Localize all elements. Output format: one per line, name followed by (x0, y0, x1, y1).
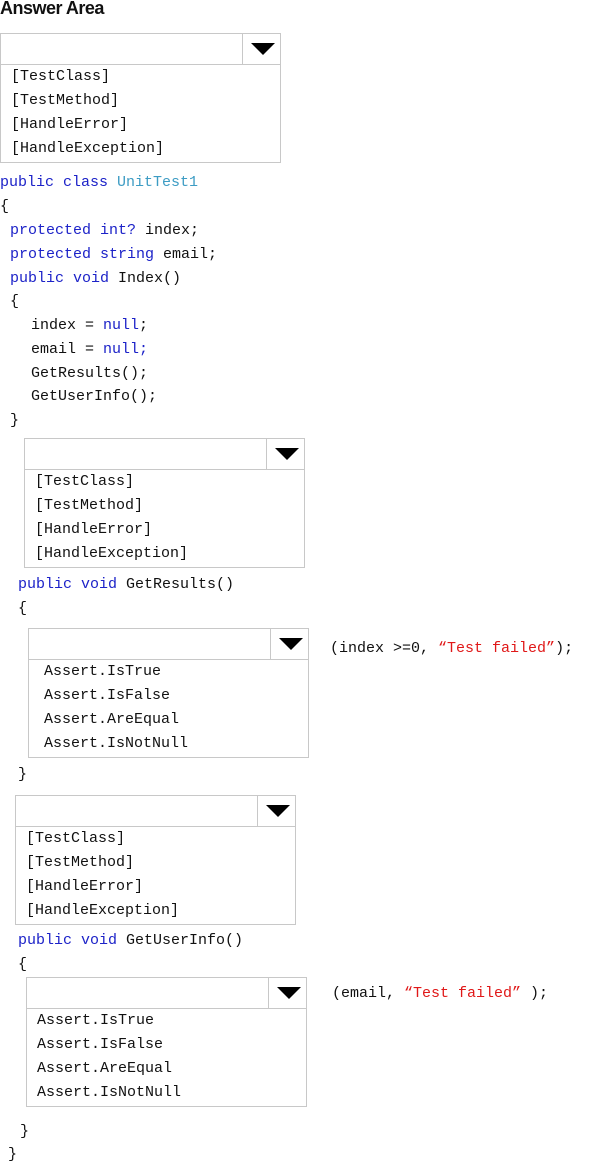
class-declaration: public class UnitTest1 (0, 173, 198, 193)
index-assignment: index = null; (31, 316, 148, 336)
chevron-down-icon[interactable] (268, 978, 306, 1008)
dropdown-option[interactable]: [TestMethod] (26, 854, 135, 871)
getresults-assert-dropdown[interactable]: Assert.IsTrue Assert.IsFalse Assert.AreE… (28, 628, 309, 758)
code-text: email = (31, 341, 104, 358)
brace: { (10, 293, 20, 310)
dropdown-option[interactable]: Assert.IsTrue (44, 663, 162, 680)
code-text: Index() (109, 270, 182, 287)
chevron-down-icon[interactable] (257, 796, 295, 826)
getuserinfo-attribute-dropdown[interactable]: [TestClass] [TestMethod] [HandleError] [… (15, 795, 296, 925)
code-text: index; (136, 222, 200, 239)
dropdown-option[interactable]: [TestMethod] (11, 92, 120, 109)
dropdown-option[interactable]: [TestClass] (26, 830, 126, 847)
getuserinfo-declaration: public void GetUserInfo() (18, 931, 243, 951)
dropdown-option[interactable]: [HandleError] (35, 521, 153, 538)
string-literal: “Test failed” (438, 640, 556, 657)
code-text: email; (154, 246, 218, 263)
brace: } (10, 412, 20, 429)
keyword: public void (18, 576, 118, 593)
keyword: public void (10, 270, 110, 287)
assert-args-email: (email, “Test failed” ); (332, 984, 548, 1004)
dropdown-selection[interactable] (16, 796, 295, 827)
code-text: ); (521, 985, 549, 1002)
keyword: protected string (10, 246, 155, 263)
code-text: ); (555, 640, 574, 657)
dropdown-option[interactable]: [HandleError] (26, 878, 144, 895)
brace: } (20, 1123, 30, 1140)
code-text: GetUserInfo() (117, 932, 244, 949)
dropdown-option[interactable]: Assert.IsNotNull (44, 735, 189, 752)
brace: } (18, 766, 28, 783)
keyword: public class (0, 174, 118, 191)
dropdown-option[interactable]: Assert.IsTrue (37, 1012, 155, 1029)
getresults-declaration: public void GetResults() (18, 575, 234, 595)
code-text: ; (139, 317, 149, 334)
dropdown-option[interactable]: [HandleException] (35, 545, 189, 562)
dropdown-option[interactable]: [TestClass] (35, 473, 135, 490)
dropdown-option[interactable]: Assert.AreEqual (44, 711, 180, 728)
dropdown-option[interactable]: Assert.IsFalse (37, 1036, 164, 1053)
brace: } (8, 1146, 18, 1163)
code-text: (email, (332, 985, 405, 1002)
index-method-declaration: public void Index() (10, 269, 181, 289)
assert-args-index: (index >=0, “Test failed”); (330, 639, 573, 659)
code-text: index = (31, 317, 104, 334)
getresults-attribute-dropdown[interactable]: [TestClass] [TestMethod] [HandleError] [… (24, 438, 305, 568)
string-literal: “Test failed” (404, 985, 522, 1002)
dropdown-option[interactable]: [TestClass] (11, 68, 111, 85)
code-text: (index >=0, (330, 640, 439, 657)
dropdown-option[interactable]: [HandleError] (11, 116, 129, 133)
dropdown-option[interactable]: Assert.IsNotNull (37, 1084, 182, 1101)
email-assignment: email = null; (31, 340, 148, 360)
keyword: null (103, 317, 140, 334)
call-getresults: GetResults(); (31, 365, 149, 382)
field-email: protected string email; (10, 245, 217, 265)
keyword: null; (103, 341, 149, 358)
dropdown-option[interactable]: [TestMethod] (35, 497, 144, 514)
dropdown-option[interactable]: Assert.AreEqual (37, 1060, 173, 1077)
code-text: GetResults() (117, 576, 235, 593)
dropdown-selection[interactable] (25, 439, 304, 470)
field-index: protected int? index; (10, 221, 199, 241)
answer-area-title: Answer Area (0, 0, 104, 18)
chevron-down-icon[interactable] (242, 34, 280, 64)
getuserinfo-assert-dropdown[interactable]: Assert.IsTrue Assert.IsFalse Assert.AreE… (26, 977, 307, 1107)
chevron-down-icon[interactable] (270, 629, 308, 659)
dropdown-selection[interactable] (1, 34, 280, 65)
dropdown-selection[interactable] (27, 978, 306, 1009)
call-getuserinfo: GetUserInfo(); (31, 388, 158, 405)
brace: { (18, 956, 28, 973)
class-attribute-dropdown[interactable]: [TestClass] [TestMethod] [HandleError] [… (0, 33, 281, 163)
dropdown-selection[interactable] (29, 629, 308, 660)
keyword: public void (18, 932, 118, 949)
dropdown-option[interactable]: [HandleException] (11, 140, 165, 157)
brace: { (0, 198, 10, 215)
chevron-down-icon[interactable] (266, 439, 304, 469)
dropdown-option[interactable]: [HandleException] (26, 902, 180, 919)
brace: { (18, 600, 28, 617)
dropdown-option[interactable]: Assert.IsFalse (44, 687, 171, 704)
class-name: UnitTest1 (117, 174, 199, 191)
keyword: protected int? (10, 222, 137, 239)
